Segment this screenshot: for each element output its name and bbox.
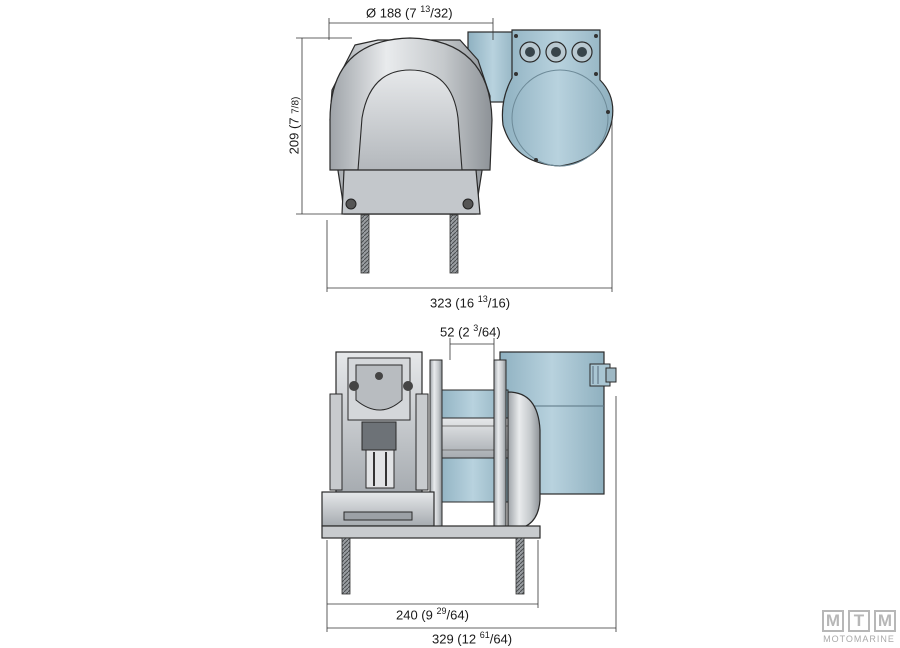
logo-letter-t: T (848, 610, 870, 632)
top-motor (467, 29, 614, 167)
side-view (321, 338, 617, 632)
motomarine-logo: M T M MOTOMARINE (820, 610, 898, 646)
logo-subtitle: MOTOMARINE (823, 634, 895, 644)
side-drum (429, 359, 541, 531)
dim-base-label: 240 (9 29/64) (396, 606, 469, 623)
dim-drum-label: 52 (2 3/64) (440, 323, 501, 340)
side-gearbox (329, 351, 429, 495)
side-stud-right (515, 537, 525, 595)
logo-letter-m2: M (874, 610, 896, 632)
top-stud-right (449, 214, 459, 274)
side-stud-left (341, 537, 351, 595)
dim-diameter-label: Ø 188 (7 13/32) (366, 4, 453, 21)
dim-height-label: 209 (7 7/8) (286, 96, 302, 155)
top-view (296, 18, 614, 292)
dim-total-label: 329 (12 61/64) (432, 630, 513, 647)
dim-total-width-label: 323 (16 13/16) (430, 294, 511, 311)
top-dimension-lines (296, 18, 613, 292)
top-drum-housing (329, 37, 493, 215)
top-stud-left (360, 214, 370, 274)
logo-letter-m1: M (822, 610, 844, 632)
cable-glands (519, 41, 593, 63)
side-dimension-lines (326, 338, 617, 632)
side-base-plate (321, 491, 541, 539)
